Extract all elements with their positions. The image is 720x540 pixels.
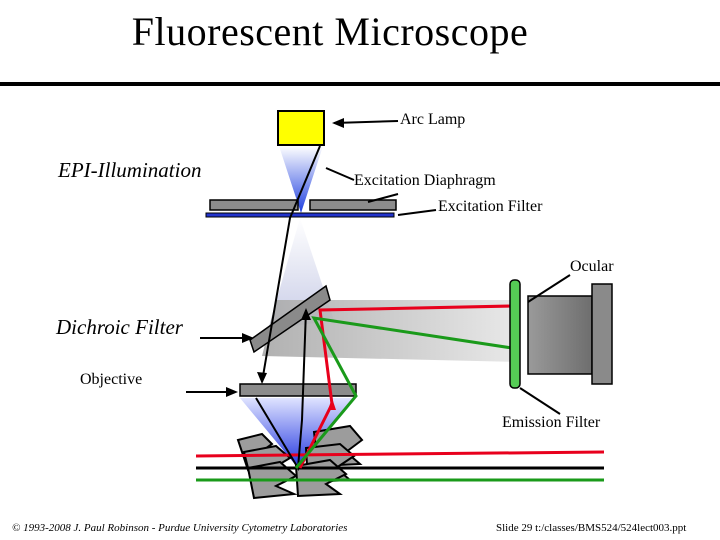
title-divider (0, 82, 720, 86)
excitation-diaphragm-label: Excitation Diaphragm (354, 172, 496, 189)
excitation-diaphragm-left (209, 199, 299, 211)
arc-lamp-pointer (333, 120, 399, 124)
slide-title: Fluorescent Microscope (131, 9, 529, 54)
excitation-diaphragm-pointer-lower (367, 193, 399, 203)
red-emission-ray (298, 304, 513, 469)
stage-line-red (195, 450, 605, 458)
emission-filter (509, 279, 521, 389)
ocular-pointer (527, 274, 571, 303)
epi-illumination-label: EPI-Illumination (58, 158, 202, 182)
ocular-eyepiece (591, 283, 613, 385)
excitation-ray (261, 145, 321, 383)
excitation-filter-label: Excitation Filter (438, 198, 543, 215)
emission-filter-label: Emission Filter (502, 414, 601, 431)
excitation-filter-pointer (397, 209, 437, 216)
excitation-diaphragm-right (309, 199, 397, 211)
ocular-body (527, 295, 593, 375)
return-ray-arrowhead (301, 308, 311, 320)
excitation-diaphragm-pointer (325, 167, 355, 181)
green-emission-ray (294, 316, 513, 469)
arc-lamp-pointer-head (332, 118, 344, 128)
excitation-filter (205, 212, 395, 218)
arc-lamp (277, 110, 325, 146)
copyright-footer: © 1993-2008 J. Paul Robinson - Purdue Un… (12, 522, 348, 534)
excitation-ray-return (255, 309, 307, 472)
objective-lens (239, 383, 357, 397)
objective-label: Objective (80, 371, 143, 388)
excitation-ray-arrowhead (257, 372, 267, 384)
ocular-label: Ocular (570, 258, 614, 275)
arc-lamp-label: Arc Lamp (400, 111, 466, 128)
emission-filter-pointer (519, 387, 561, 415)
slide-footer: Slide 29 t:/classes/BMS524/524lect003.pp… (496, 522, 687, 534)
dichroic-filter-label: Dichroic Filter (56, 315, 183, 339)
dichroic-pointer-head (242, 333, 254, 343)
objective-pointer-head (226, 387, 238, 397)
red-ray-arrowhead (328, 398, 336, 410)
